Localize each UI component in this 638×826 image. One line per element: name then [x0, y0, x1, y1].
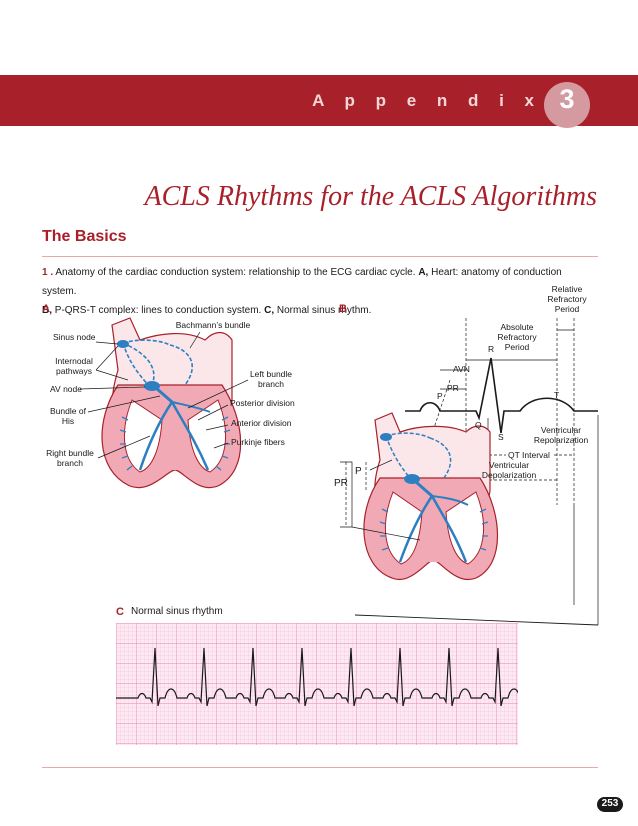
label-absolute-refractory: Absolute Refractory Period — [497, 322, 537, 352]
label-ventricular-repolarization: Ventricular Repolarization — [533, 425, 589, 445]
label-bachmanns-bundle: Bachmann’s bundle — [175, 320, 251, 330]
label-sinus-node: Sinus node — [53, 332, 96, 342]
ecg-strip-normal-sinus-rhythm — [116, 623, 518, 745]
caption-text: Anatomy of the cardiac conduction system… — [53, 267, 419, 278]
panel-a-letter: A — [42, 303, 50, 315]
heart-a-illustration — [79, 317, 249, 489]
label-left-bundle-branch: Left bundle branch — [249, 369, 293, 389]
appendix-word: A p p e n d i x — [312, 91, 542, 110]
label-relative-refractory: Relative Refractory Period — [547, 284, 587, 314]
section-divider — [42, 256, 598, 257]
label-internodal-pathways: Internodal pathways — [55, 356, 93, 376]
label-avn: AVN — [453, 364, 470, 374]
caption-text: Heart: anatomy of conduction system. — [42, 267, 562, 297]
label-s: S — [498, 432, 504, 442]
caption-a-ref: A, — [418, 267, 429, 278]
label-p: P — [437, 391, 443, 401]
label-qt-interval: QT Interval — [506, 450, 552, 460]
label-right-bundle-branch: Right bundle branch — [46, 448, 94, 468]
figure-number: 1 . — [42, 267, 54, 278]
chapter-title: ACLS Rhythms for the ACLS Algorithms — [144, 181, 597, 212]
page-number: 253 — [601, 798, 619, 809]
label-posterior-division: Posterior division — [230, 398, 295, 408]
caption-text: Normal sinus rhythm. — [274, 305, 372, 316]
caption-text: P-QRS-T complex: lines to conduction sys… — [52, 305, 265, 316]
panel-c-letter: C — [116, 606, 124, 618]
appendix-number-circle — [544, 82, 590, 128]
panel-c-title: Normal sinus rhythm — [131, 606, 223, 617]
appendix-header-band: A p p e n d i x — [0, 75, 638, 126]
label-q: Q — [475, 420, 482, 430]
label-ventricular-depolarization: Ventricular Depolarization — [481, 460, 537, 480]
footer-divider — [42, 767, 598, 768]
caption-b-ref: B, — [42, 305, 52, 316]
label-av-node: AV node — [50, 384, 82, 394]
label-pr-heart: PR — [334, 478, 348, 489]
pqrst-waveform — [405, 357, 598, 434]
page-number-badge — [597, 797, 623, 812]
label-purkinje-fibers: Purkinje fibers — [231, 437, 285, 447]
appendix-number: 3 — [559, 84, 575, 114]
section-title: The Basics — [42, 228, 127, 245]
label-r: R — [488, 344, 495, 354]
panel-b-letter: B — [339, 303, 347, 315]
label-t: T — [554, 390, 560, 400]
label-p-heart: P — [355, 466, 362, 477]
label-bundle-of-his: Bundle of His — [50, 406, 86, 426]
label-anterior-division: Anterior division — [231, 418, 292, 428]
heart-b-illustration — [340, 412, 599, 626]
label-pr: PR — [447, 383, 459, 393]
figure-caption: 1 . Anatomy of the cardiac conduction sy… — [42, 263, 598, 320]
caption-c-ref: C, — [264, 305, 275, 316]
